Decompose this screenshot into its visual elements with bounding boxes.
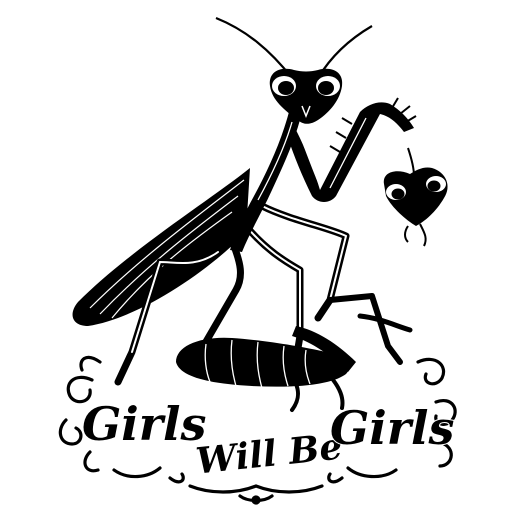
mantis-thorax-highlight [257, 121, 293, 201]
prey-head-stalk [407, 147, 415, 177]
slogan-line-1: Girls [82, 397, 206, 451]
prey-antennae [404, 223, 427, 247]
mantis-wing [72, 168, 251, 326]
slogan-line-2: Will Be [194, 425, 344, 482]
prey-body-segments [204, 339, 311, 389]
prey-wing [292, 326, 356, 372]
slogan-line-3: Girls [330, 401, 454, 455]
ornament-right [346, 357, 457, 479]
prey-pupil-right [427, 180, 441, 192]
mantis-antenna-left [215, 16, 293, 79]
mantis-raptorial-leg-highlight [301, 117, 367, 189]
mantis-mid-leg-left [242, 222, 304, 364]
prey-leg [290, 374, 345, 412]
prey-pupil-left [391, 188, 405, 200]
mantis-mid-leg-right-inner [261, 205, 348, 301]
mantis-mid-leg-left-inner [245, 225, 301, 337]
mantis-pupil-left [278, 81, 294, 95]
mantis-leg-to-tail [357, 313, 413, 333]
mantis-hind-leg-left-inner [131, 251, 219, 353]
mantis-pupil-right [318, 81, 334, 95]
mantis-raptorial-leg-spines [329, 97, 417, 153]
mantis-raptorial-leg [288, 102, 414, 202]
mantis-mouth [301, 105, 311, 119]
ornament-bottom [168, 472, 344, 505]
ornament-left [58, 355, 162, 479]
